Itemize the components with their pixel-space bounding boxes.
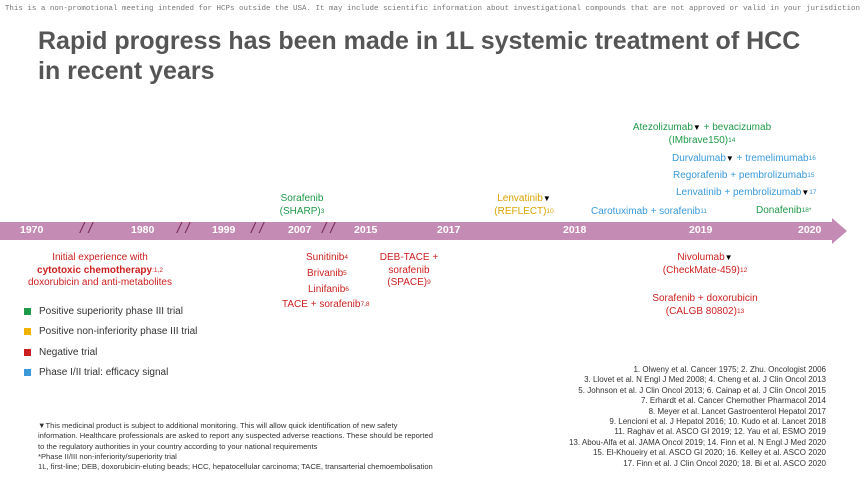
event-durvalumab-tremelimumab: Durvalumab▼ + tremelimumab16 bbox=[672, 153, 816, 164]
timeline-bar bbox=[0, 222, 833, 240]
legend-swatch bbox=[24, 307, 31, 315]
reference-line: 7. Erhardt et al. Cancer Chemother Pharm… bbox=[641, 396, 826, 406]
event-sunitinib: Sunitinib4 bbox=[306, 252, 348, 263]
year-2020: 2020 bbox=[798, 224, 822, 236]
legend-item-positive-non-inferiority: Positive non-inferiority phase III trial bbox=[24, 326, 197, 337]
title-line-2: in recent years bbox=[38, 57, 215, 85]
event-initial-chemotherapy: Initial experience with cytotoxic chemot… bbox=[10, 252, 190, 290]
event-lenvatinib-reflect: Lenvatinib▼ (REFLECT)10 bbox=[486, 193, 562, 218]
event-label: DEB-TACE + bbox=[379, 252, 439, 263]
event-lenvatinib-pembrolizumab: Lenvatinib + pembrolizumab▼17 bbox=[676, 187, 817, 198]
event-carotuximab-sorafenib: Carotuximab + sorafenib11 bbox=[591, 206, 707, 217]
event-label: Sorafenib bbox=[280, 193, 324, 204]
timeline-break-mark: / / bbox=[80, 220, 93, 237]
event-label: Sorafenib + doxorubicin bbox=[652, 293, 758, 304]
references: 1. Olweny et al. Cancer 1975; 2. Zhu. On… bbox=[569, 365, 826, 469]
year-2019: 2019 bbox=[689, 224, 713, 236]
legend-item-phase-1-2: Phase I/II trial: efficacy signal bbox=[24, 367, 168, 378]
year-2015: 2015 bbox=[354, 224, 378, 236]
footnote-abbreviations: 1L, first-line; DEB, doxorubicin-eluting… bbox=[38, 462, 433, 472]
reference-line: 13. Abou-Alfa et al. JAMA Oncol 2019; 14… bbox=[568, 437, 826, 447]
legend-item-positive-superiority: Positive superiority phase III trial bbox=[24, 306, 183, 317]
year-1970: 1970 bbox=[20, 224, 44, 236]
event-donafenib: Donafenib18* bbox=[756, 205, 812, 216]
event-label: doxorubicin and anti-metabolites bbox=[28, 277, 172, 288]
footnote-monitoring: information. Healthcare professionals ar… bbox=[38, 431, 433, 441]
reference-line: 15. El-Khoueiry et al. ASCO GI 2020; 16.… bbox=[592, 448, 826, 458]
reference-line: 11. Raghav et al. ASCO GI 2019; 12. Yau … bbox=[614, 427, 826, 437]
footnote-phase: *Phase II/III non-inferiority/superiorit… bbox=[38, 451, 177, 461]
reference-line: 1. Olweny et al. Cancer 1975; 2. Zhu. On… bbox=[633, 365, 826, 374]
event-nivolumab-checkmate459: Nivolumab▼ (CheckMate-459)12 bbox=[652, 252, 758, 277]
event-sorafenib-sharp: Sorafenib (SHARP)3 bbox=[272, 193, 332, 218]
reference-line: 5. Johnson et al. J Clin Oncol 2013; 6. … bbox=[578, 385, 826, 395]
event-trial: (IMbrave150)14 bbox=[668, 134, 736, 146]
reference-line: 8. Meyer et al. Lancet Gastroenterol Hep… bbox=[648, 406, 826, 416]
event-regorafenib-pembrolizumab: Regorafenib + pembrolizumab15 bbox=[673, 170, 815, 181]
footnote-monitoring: to the regulatory authorities in your co… bbox=[38, 441, 318, 451]
event-atezolizumab-imbrave150: Atezolizumab▼ + bevacizumab (IMbrave150)… bbox=[628, 122, 776, 147]
timeline-arrowhead bbox=[832, 218, 847, 244]
event-trial: (REFLECT)10 bbox=[494, 205, 554, 217]
year-2017: 2017 bbox=[437, 224, 461, 236]
event-trial: (CALGB 80802)13 bbox=[665, 305, 745, 317]
event-trial: (SHARP)3 bbox=[279, 205, 325, 217]
year-1999: 1999 bbox=[212, 224, 236, 236]
slide-title: Rapid progress has been made in 1L syste… bbox=[38, 26, 838, 86]
event-linifanib: Linifanib6 bbox=[308, 284, 349, 295]
year-2018: 2018 bbox=[563, 224, 587, 236]
compliance-disclaimer: This is a non-promotional meeting intend… bbox=[4, 5, 861, 13]
reference-line: 17. Finn et al. J Clin Oncol 2020; 18. B… bbox=[623, 458, 826, 468]
title-line-1: Rapid progress has been made in 1L syste… bbox=[38, 27, 801, 55]
timeline-break-mark: / / bbox=[251, 220, 264, 237]
event-trial: (SPACE)9 bbox=[387, 277, 431, 288]
year-1980: 1980 bbox=[131, 224, 155, 236]
event-sorafenib-doxorubicin: Sorafenib + doxorubicin (CALGB 80802)13 bbox=[644, 293, 766, 318]
event-deb-tace-space: DEB-TACE + sorafenib (SPACE)9 bbox=[369, 252, 449, 290]
event-tace-sorafenib: TACE + sorafenib7,8 bbox=[282, 299, 370, 310]
event-label: Nivolumab▼ bbox=[677, 252, 733, 263]
timeline-break-mark: / / bbox=[177, 220, 190, 237]
footnotes: ▼This medicinal product is subject to ad… bbox=[38, 421, 508, 472]
footnote-monitoring: ▼This medicinal product is subject to ad… bbox=[38, 421, 398, 430]
event-label: sorafenib bbox=[388, 264, 430, 276]
reference-line: 9. Lencioni et al. J Hepatol 2016; 10. K… bbox=[609, 417, 826, 427]
timeline-break-mark: / / bbox=[322, 220, 335, 237]
event-brivanib: Brivanib5 bbox=[307, 268, 347, 279]
event-trial: (CheckMate-459)12 bbox=[662, 264, 748, 276]
event-label: Lenvatinib▼ bbox=[497, 193, 551, 204]
event-label: cytotoxic chemotherapy:1,2 bbox=[37, 264, 163, 276]
event-label: Atezolizumab▼ + bevacizumab bbox=[632, 122, 772, 133]
event-label: Initial experience with bbox=[52, 252, 148, 263]
legend-swatch bbox=[24, 348, 31, 356]
legend-item-negative: Negative trial bbox=[24, 347, 97, 358]
legend-swatch bbox=[24, 327, 31, 335]
year-2007: 2007 bbox=[288, 224, 312, 236]
legend-swatch bbox=[24, 368, 31, 376]
reference-line: 3. Llovet et al. N Engl J Med 2008; 4. C… bbox=[584, 375, 826, 385]
